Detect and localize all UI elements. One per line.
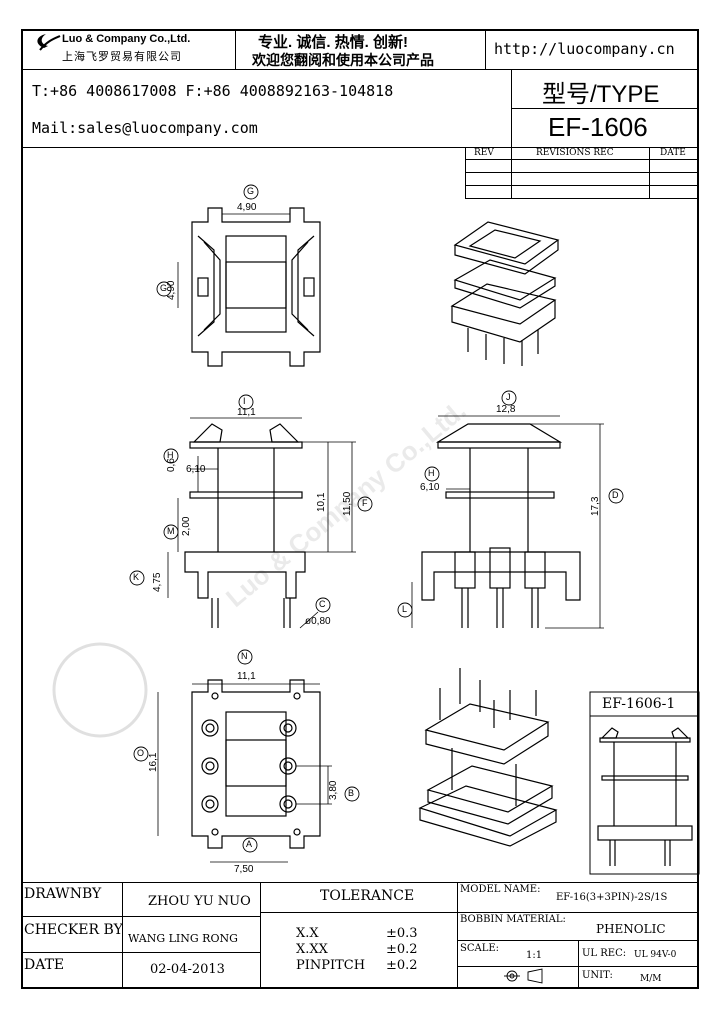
letter-m: M [167,526,175,536]
scale-value: 1:1 [526,950,543,961]
callout-circles [129,184,624,853]
letter-a: A [246,839,253,849]
top-view [191,207,321,367]
phone-fax: T:+86 4008617008 F:+86 4008892163-104818 [32,82,394,100]
letter-l: L [402,604,408,614]
type-value: EF-1606 [548,112,648,142]
dim-n: 11,1 [237,671,256,682]
unit-label: UNIT: [582,970,613,981]
tolerance-label: TOLERANCE [320,888,415,904]
watermark [52,642,148,738]
letter-h2: H [428,468,435,478]
tol-x-label: X.X [296,926,319,941]
bobbin-label: BOBBIN MATERIAL: [460,914,566,925]
letter-k: K [133,572,140,582]
checker-label: CHECKER BY [24,922,123,938]
tol-x-value: ±0.3 [386,926,418,941]
type-label: 型号/TYPE [542,81,660,108]
drawnby-value: ZHOU YU NUO [148,894,251,909]
letter-d: D [612,490,619,500]
slogan-line1: 专业. 诚信. 热情. 创新! [258,34,409,51]
dim-h2: 6,10 [420,482,440,493]
dim-j: 12,8 [496,404,516,415]
letter-b: B [348,788,355,798]
checker-value: WANG LING RONG [128,932,238,945]
letter-g2: G [160,283,168,293]
letter-h: H [167,450,174,460]
unit-value: M/M [640,974,662,984]
drawnby-label: DRAWNBY [24,886,102,902]
letter-i: I [243,396,246,406]
dim-a: 7,50 [234,864,254,875]
letter-g: G [247,186,255,196]
scale-label: SCALE: [460,943,500,954]
date-header: DATE [660,148,686,158]
letter-n: N [241,651,248,661]
bobbin-value: PHENOLIC [596,922,666,936]
website[interactable]: http://luocompany.cn [494,40,675,58]
ul-value: UL 94V-0 [634,950,677,960]
letter-f: F [362,498,368,508]
isometric-view-bottom [418,668,558,847]
revisions-rec-header: REVISIONS REC [536,148,614,158]
model-label: MODEL NAME: [460,884,541,895]
ul-label: UL REC: [582,948,627,959]
company-logo-icon [37,34,61,51]
email[interactable]: Mail:sales@luocompany.com [32,119,258,137]
front-view [184,423,306,628]
dim-h: 6,10 [186,464,206,475]
dim-g: 4,90 [237,202,257,213]
letter-o: O [137,748,145,758]
variant-label: EF-1606-1 [602,696,676,712]
isometric-view-top [450,221,560,366]
dim-c: ø0,80 [305,616,331,627]
drawing-frame [21,29,699,989]
slogan-line2: 欢迎您翻阅和使用本公司产品 [252,52,434,68]
dimension-lines [157,213,604,863]
company-name: Luo & Company Co.,Ltd. [62,33,191,45]
letter-c: C [319,599,326,609]
model-value: EF-16(3+3PIN)-2S/1S [556,892,668,903]
tol-xx-value: ±0.2 [386,942,418,957]
variant-view [589,691,700,875]
rev-header: REV [474,148,494,158]
tol-pin-value: ±0.2 [386,958,418,973]
letter-j: J [506,392,511,402]
company-name-cn: 上海飞罗贸易有限公司 [62,51,182,63]
date-value: 02-04-2013 [150,962,225,977]
dim-i: 11,1 [237,407,256,418]
tol-pin-label: PINPITCH [296,958,366,973]
date-label: DATE [24,957,65,973]
tol-xx-label: X.XX [296,942,328,957]
